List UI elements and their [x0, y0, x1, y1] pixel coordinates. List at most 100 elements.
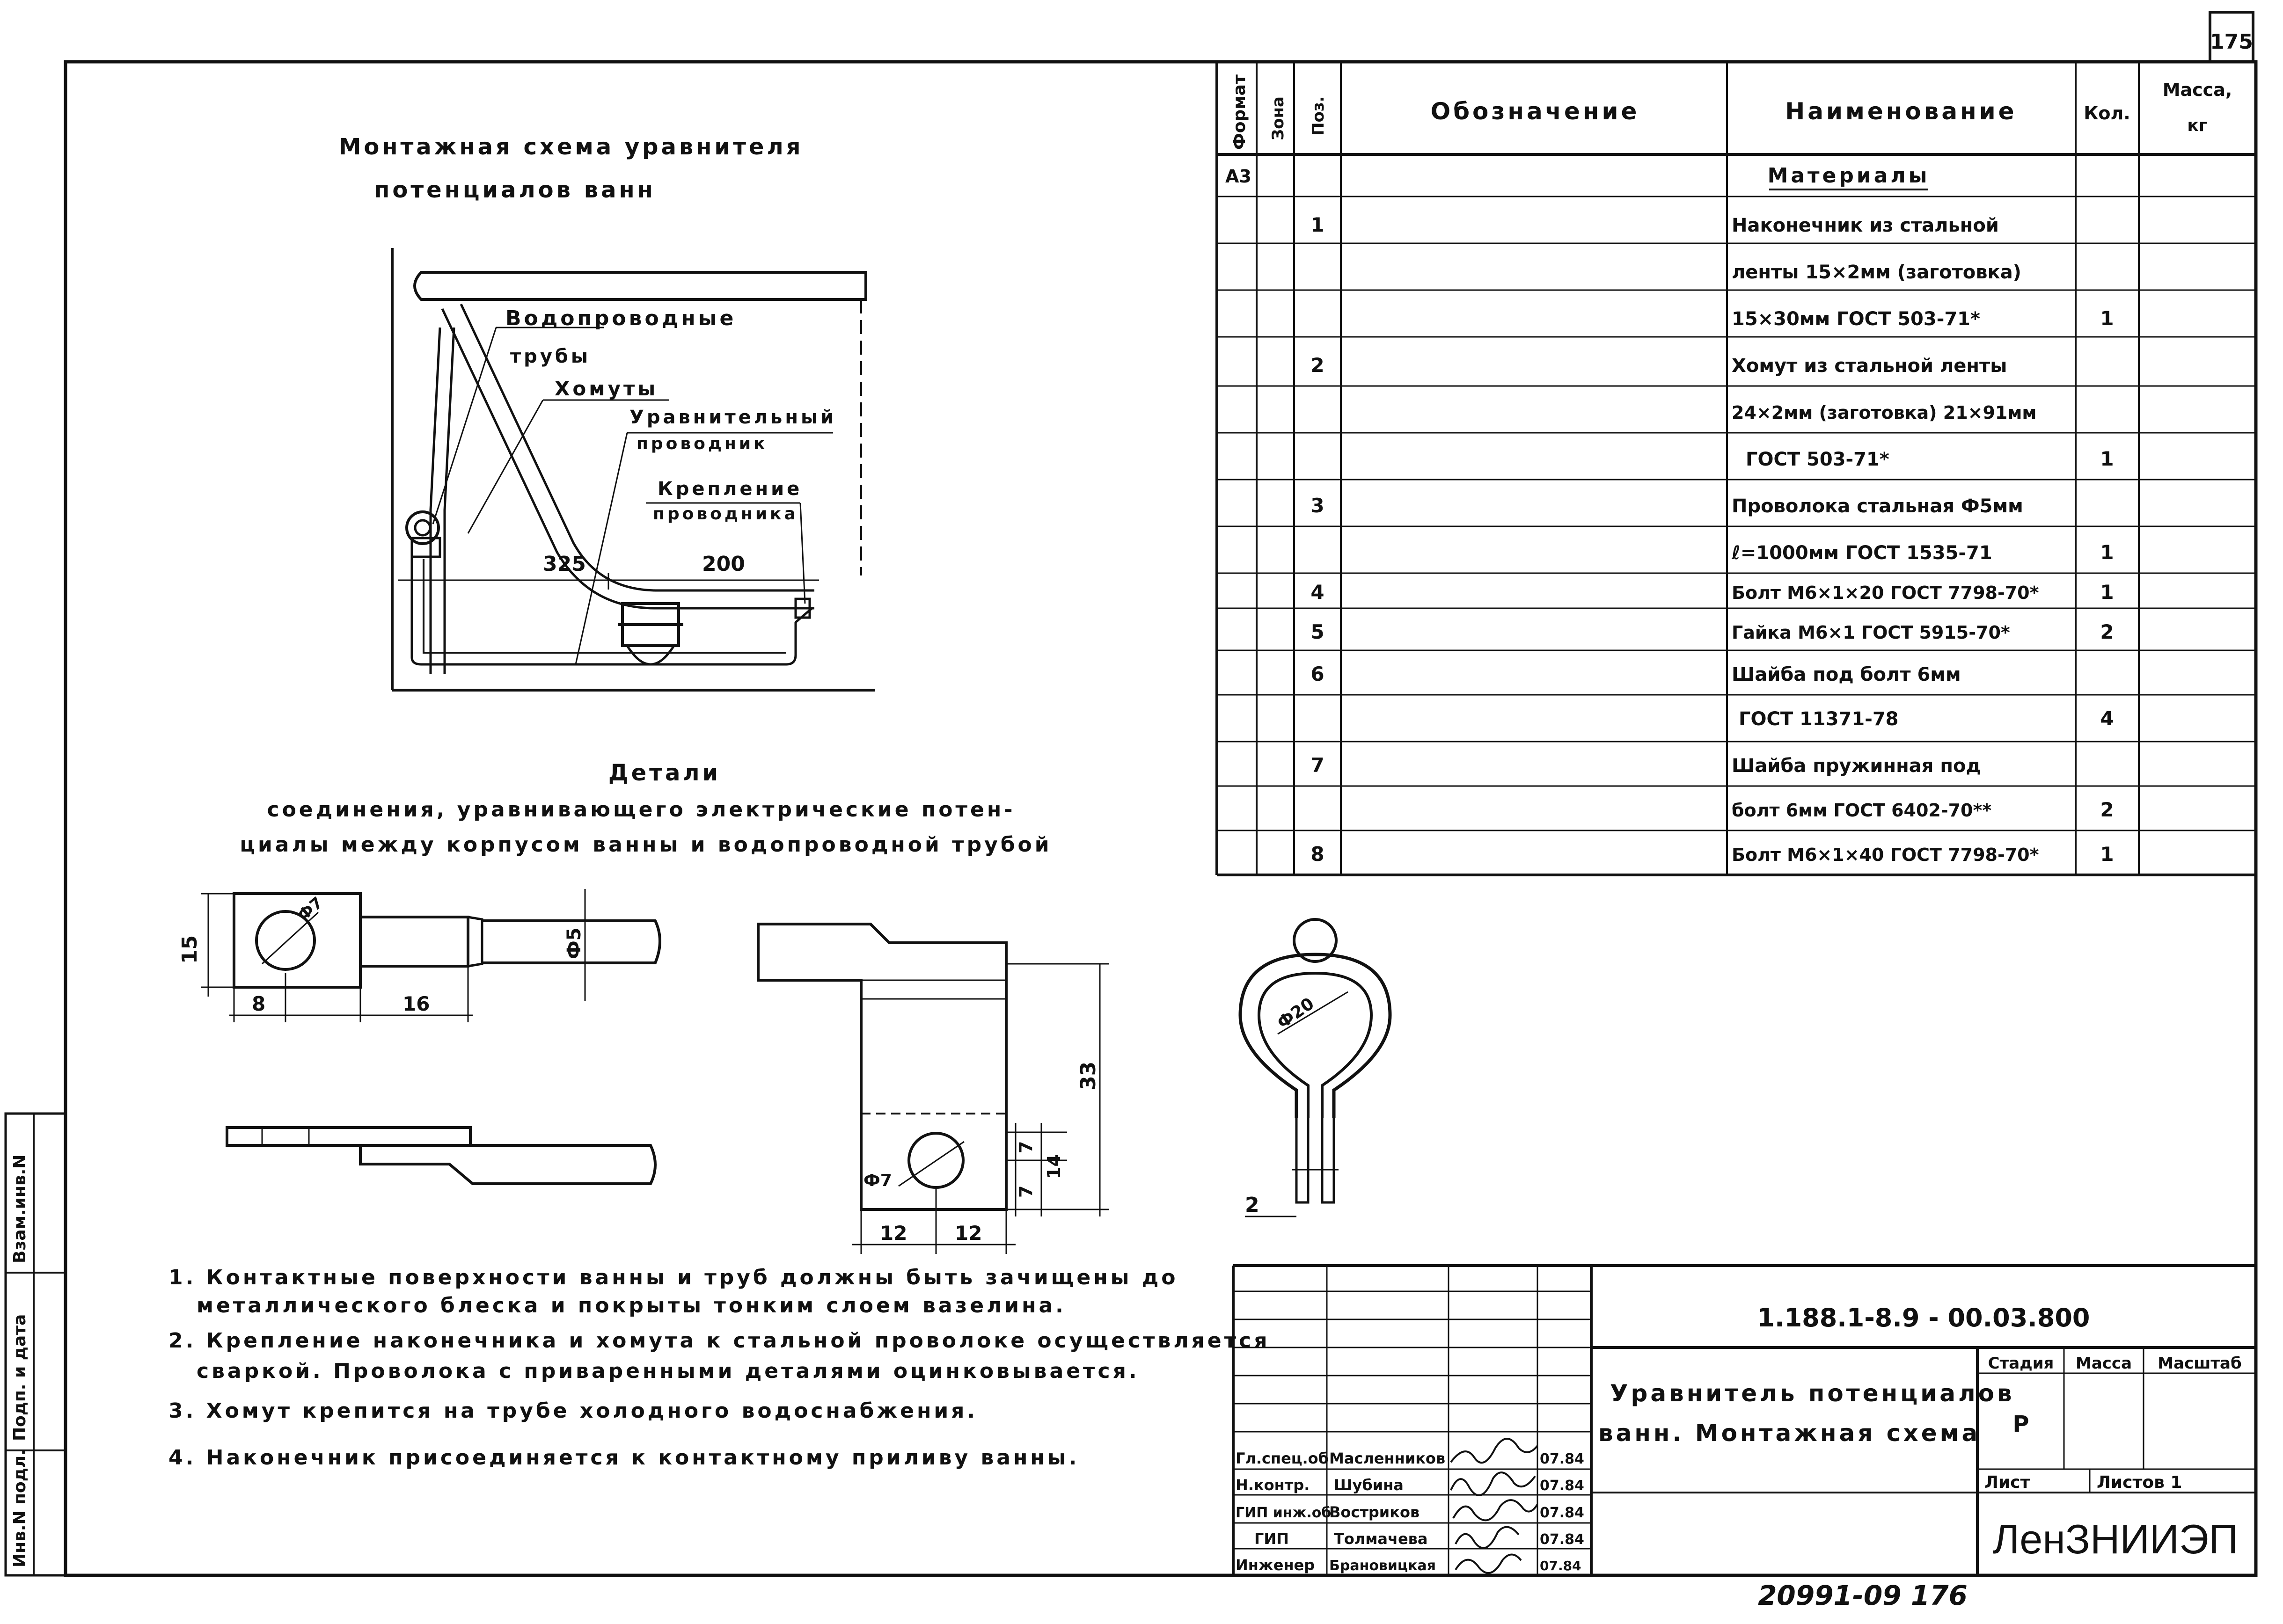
doc-title-2: ванн. Монтажная схема — [1598, 1420, 1980, 1447]
sig-role: ГИП — [1254, 1530, 1289, 1548]
header-zone: Зона — [1269, 96, 1288, 140]
header-format: Формат — [1230, 74, 1249, 150]
format-value: А3 — [1225, 166, 1251, 187]
sheet-label: Лист — [1984, 1473, 2030, 1492]
sig-name: Шубина — [1334, 1476, 1404, 1494]
row-pos: 6 — [1310, 663, 1324, 685]
row-name: ГОСТ 11371-78 — [1739, 708, 1898, 730]
row-qty: 4 — [2100, 707, 2114, 730]
spec-table-grid — [1215, 62, 2256, 876]
row-qty: 1 — [2100, 581, 2114, 604]
bottom-number: 20991-09 176 — [1758, 1580, 1968, 1611]
stamp-sign-label: Подп. и дата — [10, 1314, 29, 1441]
sig-date: 07.84 — [1540, 1505, 1584, 1521]
signature-rows: Гл.спец.об Масленников 07.84 Н.контр. Шу… — [1236, 1449, 1584, 1574]
row-name: 24×2мм (заготовка) 21×91мм — [1732, 402, 2037, 423]
note-1b: металлического блеска и покрыты тонким с… — [197, 1294, 1066, 1318]
stage-value: Р — [2012, 1411, 2029, 1437]
stamp-replace-label: Взам.инв.N — [10, 1155, 29, 1263]
dim-phi7-clamp: Ф7 — [863, 1171, 892, 1190]
row-name: ГОСТ 503-71* — [1746, 449, 1889, 470]
sig-role: Инженер — [1236, 1556, 1315, 1574]
row-pos: 2 — [1310, 354, 1324, 377]
row-name: Гайка М6×1 ГОСТ 5915-70* — [1732, 622, 2010, 643]
sig-name: Масленников — [1329, 1449, 1445, 1467]
note-1a: 1. Контактные поверхности ванны и труб д… — [168, 1266, 1178, 1289]
label-pipes-2: трубы — [510, 346, 591, 367]
header-qty: Кол. — [2084, 103, 2130, 124]
dim-7b: 7 — [1016, 1186, 1036, 1198]
section-materials: Материалы — [1768, 164, 1930, 188]
scale-label: Масштаб — [2158, 1354, 2241, 1373]
note-2b: сваркой. Проволока с приваренными деталя… — [197, 1359, 1140, 1383]
dim-8: 8 — [252, 992, 265, 1015]
row-name: Хомут из стальной ленты — [1732, 355, 2007, 377]
dim-200: 200 — [702, 552, 745, 576]
label-conductor-1: Уравнительный — [629, 407, 836, 428]
bath-scheme — [391, 248, 875, 692]
row-pos: 5 — [1310, 620, 1324, 643]
dim-12b: 12 — [955, 1222, 982, 1245]
dim-33: 33 — [1076, 1062, 1100, 1090]
sig-name: Брановицкая — [1329, 1558, 1436, 1574]
sheet-mark-box — [2209, 11, 2254, 63]
sig-date: 07.84 — [1540, 1451, 1584, 1467]
scheme-title-line2: потенциалов ванн — [374, 177, 656, 203]
label-pipes-1: Водопроводные — [505, 306, 736, 330]
row-qty: 1 — [2100, 541, 2114, 564]
stamp-inv-label: Инв.N подл. — [10, 1449, 29, 1567]
row-name: 15×30мм ГОСТ 503-71* — [1732, 308, 1980, 330]
header-mass-2: кг — [2187, 116, 2207, 135]
label-fixing-1: Крепление — [658, 478, 802, 500]
details-title-line2: соединения, уравнивающего электрические … — [267, 798, 1015, 822]
title-block-grid — [1232, 1264, 2256, 1575]
dim-14: 14 — [1044, 1154, 1064, 1179]
row-pos: 7 — [1310, 754, 1324, 777]
sheets-label: Листов 1 — [2097, 1473, 2182, 1492]
row-pos: 3 — [1310, 494, 1324, 517]
sheet-frame — [64, 60, 2258, 1577]
details-title-line3: циалы между корпусом ванны и водопроводн… — [240, 833, 1052, 857]
row-qty: 1 — [2100, 447, 2114, 470]
note-2a: 2. Крепление наконечника и хомута к стал… — [168, 1329, 1270, 1353]
lug-plan-view — [201, 889, 661, 1022]
header-pos: Поз. — [1309, 96, 1328, 136]
dim-phi7-lug: Ф7 — [294, 893, 327, 925]
sig-role: ГИП инж.об — [1236, 1505, 1331, 1521]
pipe-clamp-view — [1238, 918, 1392, 1217]
details-title-line1: Детали — [608, 760, 721, 786]
note-3: 3. Хомут крепится на трубе холодного вод… — [168, 1399, 978, 1423]
dim-15: 15 — [178, 935, 202, 964]
label-conductor-2: проводник — [637, 434, 768, 453]
row-name: болт 6мм ГОСТ 6402-70** — [1732, 800, 1991, 821]
side-stamp: Инв.N подл. Подп. и дата Взам.инв.N — [4, 1112, 67, 1577]
sig-date: 07.84 — [1540, 1478, 1584, 1494]
row-name: Проволока стальная Ф5мм — [1732, 495, 2023, 517]
row-name: Наконечник из стальной — [1732, 215, 1999, 236]
note-4: 4. Наконечник присоединяется к контактно… — [168, 1446, 1079, 1470]
row-pos: 8 — [1310, 843, 1324, 866]
handwritten-signatures — [1450, 1438, 1538, 1574]
dim-phi5: Ф5 — [563, 928, 585, 960]
doc-title-1: Уравнитель потенциалов — [1610, 1380, 2015, 1407]
dim-7a: 7 — [1016, 1141, 1036, 1153]
label-clamps: Хомуты — [555, 377, 658, 400]
lug-side-view — [226, 1126, 657, 1185]
sig-role: Н.контр. — [1236, 1476, 1310, 1494]
row-name: ℓ=1000мм ГОСТ 1535-71 — [1731, 542, 1992, 564]
row-name: Шайба пружинная под — [1732, 755, 1981, 777]
header-name: Наименование — [1785, 98, 2017, 125]
mass-label: Масса — [2076, 1354, 2132, 1373]
row-name: Болт М6×1×40 ГОСТ 7798-70* — [1732, 845, 2039, 865]
row-name: Шайба под болт 6мм — [1732, 664, 1961, 685]
dim-12a: 12 — [880, 1222, 907, 1245]
row-qty: 1 — [2100, 307, 2114, 330]
dim-325: 325 — [543, 552, 586, 576]
org-name: ЛенЗНИИЭП — [1993, 1516, 2239, 1562]
row-qty: 2 — [2100, 620, 2114, 643]
row-name: Болт М6×1×20 ГОСТ 7798-70* — [1732, 583, 2039, 603]
spec-rows: 1 Наконечник из стальной ленты 15×2мм (з… — [1310, 213, 2114, 866]
header-designation: Обозначение — [1431, 98, 1640, 125]
stage-label: Стадия — [1988, 1354, 2054, 1373]
